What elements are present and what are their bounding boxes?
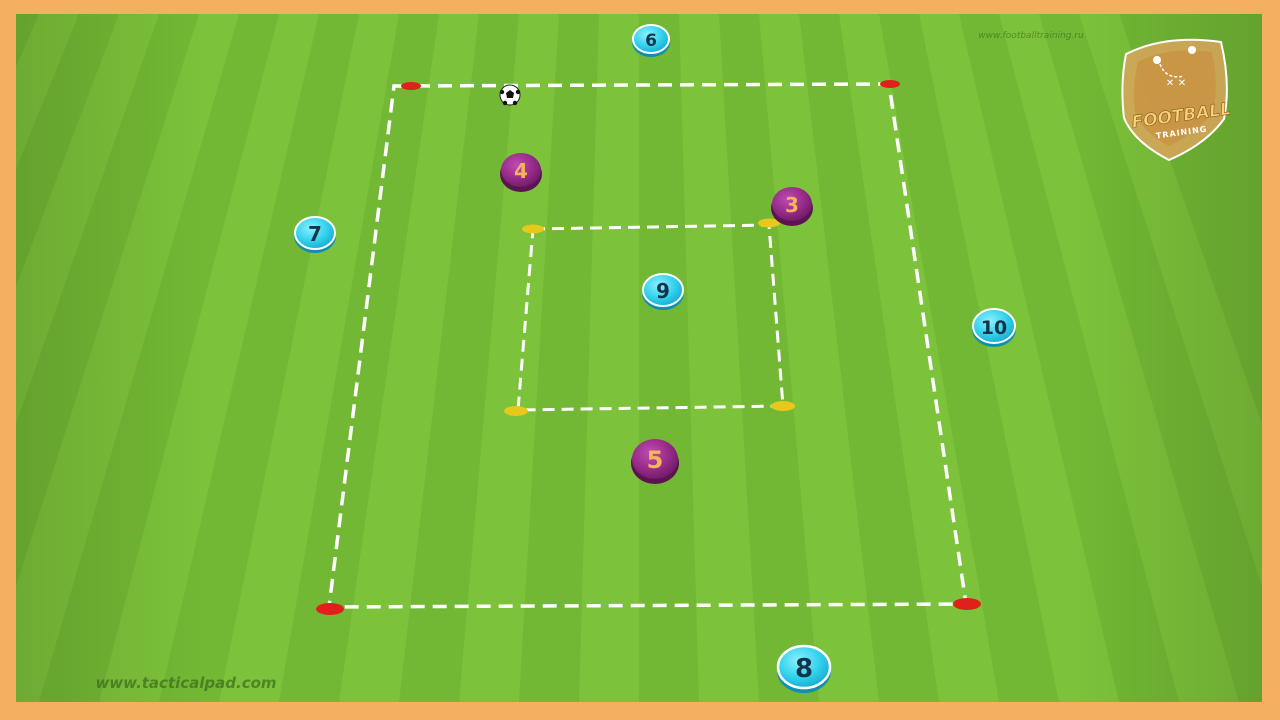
grass-vignette	[16, 14, 1262, 702]
red-cone	[316, 603, 344, 615]
red-cone	[401, 82, 421, 90]
player-blue-6: 6	[632, 24, 670, 57]
player-purple-3: 3	[771, 187, 813, 226]
logo-dot	[1153, 56, 1161, 64]
yellow-cone	[504, 406, 528, 416]
player-number: 5	[647, 446, 664, 474]
red-cones	[316, 80, 981, 615]
player-number: 6	[645, 31, 657, 51]
red-cone	[953, 598, 981, 610]
player-blue-7: 7	[294, 216, 336, 253]
watermark-top: www.footballtraining.ru	[978, 31, 1084, 41]
football-training-logo: ✕ ✕ FOOTBALL TRAINING	[1121, 38, 1232, 162]
svg-text:✕ ✕: ✕ ✕	[1166, 78, 1186, 89]
yellow-cone	[771, 401, 795, 411]
player-number: 7	[308, 222, 322, 246]
drill-diagram: 6 7 9 10 8	[16, 14, 1262, 702]
player-number: 10	[981, 317, 1007, 339]
yellow-cones	[504, 218, 795, 416]
player-purple-4: 4	[500, 153, 542, 192]
yellow-cone	[522, 224, 544, 234]
soccer-ball-icon	[499, 84, 521, 106]
player-number: 9	[656, 279, 670, 303]
player-blue-9: 9	[642, 273, 684, 310]
logo-dot	[1188, 46, 1196, 54]
pitch: 6 7 9 10 8	[16, 14, 1262, 702]
player-blue-8: 8	[776, 644, 832, 693]
inner-square	[516, 223, 785, 412]
yellow-cone	[758, 218, 780, 228]
red-cone	[880, 80, 900, 88]
player-purple-5: 5	[631, 439, 679, 484]
watermark-bottom: www.tacticalpad.com	[95, 674, 276, 692]
player-number: 4	[514, 159, 528, 183]
player-number: 3	[785, 193, 799, 217]
player-blue-10: 10	[972, 308, 1016, 347]
player-number: 8	[795, 654, 813, 684]
